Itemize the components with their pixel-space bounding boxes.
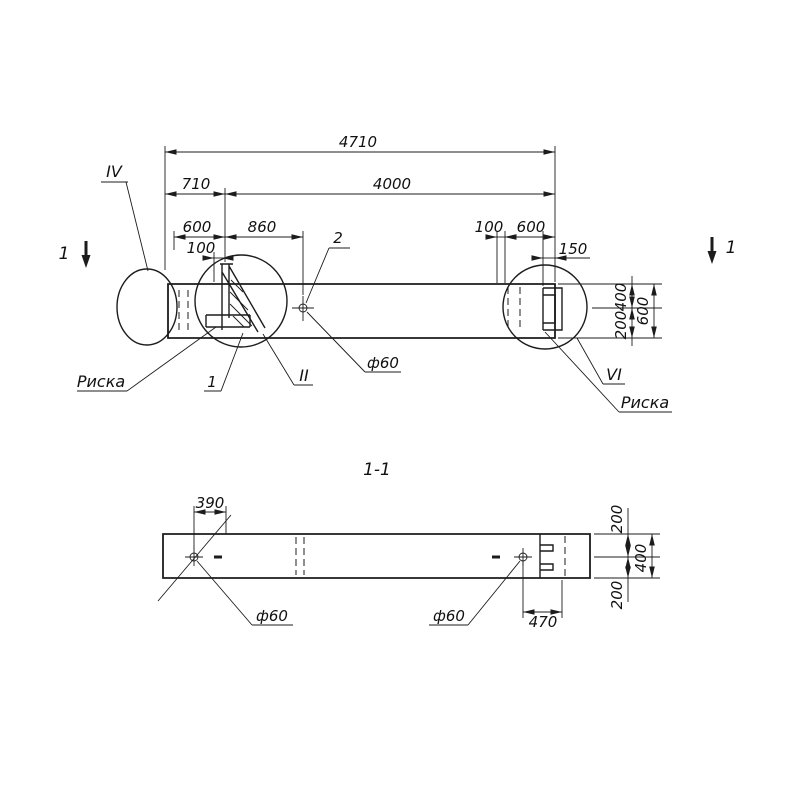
section-holes	[157, 514, 532, 602]
left-detail-circle	[194, 254, 288, 348]
dimension-lines-section	[193, 506, 660, 618]
dim-4000: 4000	[373, 175, 411, 193]
dim-150: 150	[559, 240, 588, 258]
top-view: 1 1	[59, 133, 737, 413]
detail-label-ii: II	[299, 366, 309, 385]
dim-200-height: 200	[612, 311, 630, 340]
dim-400-height: 400	[612, 283, 630, 312]
dim-860: 860	[248, 218, 277, 236]
section-bar-outline	[162, 533, 591, 579]
callout-labels-section: ф60 ф60	[196, 560, 521, 626]
phi60-label-top: ф60	[367, 354, 399, 372]
section-marker-left: 1	[59, 241, 91, 268]
detail-label-iv: IV	[106, 162, 123, 181]
dimension-lines-top	[164, 146, 662, 346]
dimension-texts-section: 390 470 200 400 200	[196, 494, 650, 631]
beam-outline	[167, 283, 556, 339]
dim-400: 400	[632, 544, 650, 573]
phi60-label-section-right: ф60	[433, 607, 465, 625]
dim-100-right: 100	[475, 218, 504, 236]
riska-label-right: Риска	[621, 393, 669, 412]
callout-labels-top: IV 2 Риска 1 II ф60 VI Риска	[77, 162, 672, 413]
section-view: 1-1 390 470 200 400	[157, 460, 660, 631]
dim-4710: 4710	[339, 133, 377, 151]
dim-600-height: 600	[634, 297, 652, 326]
detail-label-vi: VI	[606, 365, 622, 384]
dim-390: 390	[196, 494, 225, 512]
dim-100-left: 100	[187, 239, 216, 257]
position-label-1: 1	[207, 373, 217, 391]
dim-600-right: 600	[517, 218, 546, 236]
dimension-texts-top: 4710 710 4000 600 860 100 100 600 150 40…	[182, 133, 652, 339]
dim-200-top: 200	[608, 505, 626, 534]
left-end-balloon	[116, 268, 178, 346]
hole-2-top	[292, 296, 314, 321]
position-label-2: 2	[333, 229, 343, 247]
section-label-left: 1	[59, 244, 70, 264]
riska-label-left: Риска	[77, 372, 125, 391]
dim-470: 470	[529, 613, 558, 631]
phi60-label-section-left: ф60	[256, 607, 288, 625]
section-label-right: 1	[726, 238, 737, 258]
dim-710: 710	[182, 175, 211, 193]
section-title: 1-1	[363, 460, 391, 480]
dim-600-left: 600	[183, 218, 212, 236]
right-detail-circle	[502, 264, 588, 350]
dim-200-bottom: 200	[608, 581, 626, 610]
section-marker-right: 1	[707, 237, 737, 264]
